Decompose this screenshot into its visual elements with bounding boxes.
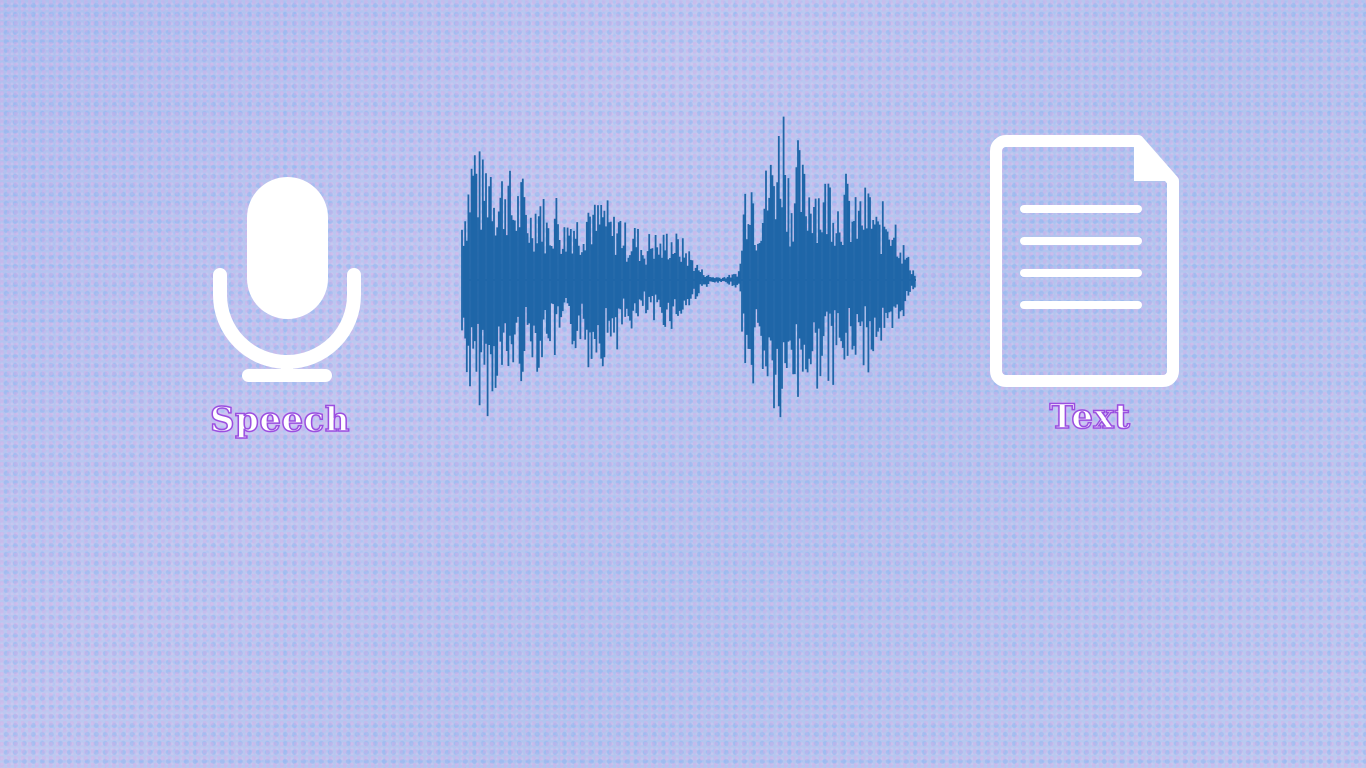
microphone-icon (213, 177, 361, 382)
sound-waveform (461, 116, 916, 418)
speech-label: Speech (209, 399, 351, 441)
document-icon (990, 135, 1179, 387)
text-label: Text (1049, 396, 1131, 438)
